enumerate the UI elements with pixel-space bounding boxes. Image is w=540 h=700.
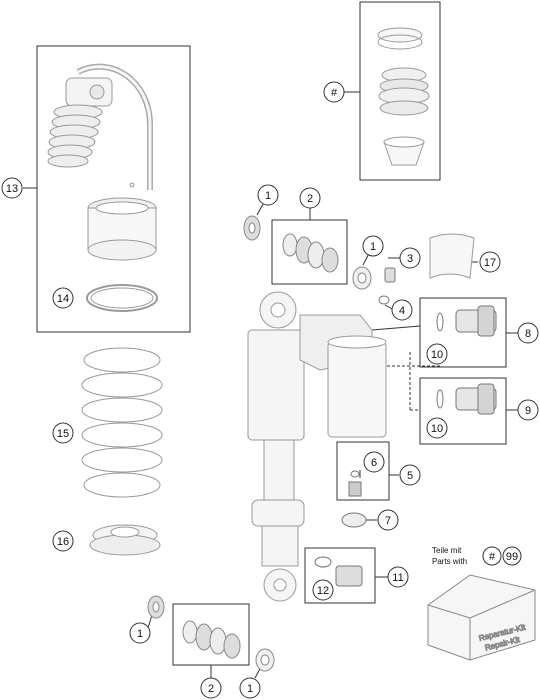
callout-3: 3 — [399, 247, 421, 269]
callout-13: 13 — [1, 177, 23, 199]
callout-1-c: 1 — [129, 622, 151, 644]
callout-14: 14 — [52, 287, 74, 309]
legend-line2: Parts with — [432, 557, 467, 566]
svg-text:10: 10 — [431, 423, 443, 435]
callout-7: 7 — [377, 509, 399, 531]
callout-6: 6 — [363, 451, 385, 473]
bump-stop-illustrations — [147, 215, 372, 672]
frame-part-5 — [336, 441, 390, 501]
svg-text:10: 10 — [431, 349, 443, 361]
svg-text:#: # — [331, 87, 338, 99]
shock-body-illustration — [247, 291, 387, 602]
svg-text:16: 16 — [57, 536, 69, 548]
callouts: 13 14 # 1 2 1 17 3 4 8 10 9 10 6 5 7 15 … — [1, 81, 539, 699]
bushing-set-illustrations — [182, 233, 339, 659]
callout-17: 17 — [479, 251, 501, 273]
callout-9: 9 — [517, 399, 539, 421]
svg-text:1: 1 — [370, 241, 376, 253]
svg-text:7: 7 — [385, 515, 391, 527]
svg-text:9: 9 — [525, 405, 531, 417]
callout-2-b: 2 — [200, 677, 222, 699]
svg-text:8: 8 — [525, 328, 531, 340]
svg-text:5: 5 — [407, 470, 413, 482]
callout-8: 8 — [517, 322, 539, 344]
valve-illustrations — [436, 305, 497, 415]
frame-part-11 — [304, 547, 376, 604]
svg-text:13: 13 — [6, 183, 18, 195]
hash-group-illustration — [377, 27, 430, 166]
frame-hash-group — [359, 1, 441, 181]
reservoir-illustration — [47, 63, 158, 312]
frame-piggyback-group — [36, 45, 191, 333]
svg-text:1: 1 — [137, 628, 143, 640]
callout-16: 16 — [52, 530, 74, 552]
svg-text:1: 1 — [265, 190, 271, 202]
callout-4: 4 — [391, 299, 413, 321]
callout-15: 15 — [52, 422, 74, 444]
svg-text:11: 11 — [392, 572, 403, 584]
svg-text:2: 2 — [307, 193, 313, 205]
svg-text:15: 15 — [57, 428, 69, 440]
callout-11: 11 — [387, 566, 409, 588]
repair-kit-box: Reparatur-Kit Repair-Kit — [427, 574, 536, 661]
svg-text:2: 2 — [208, 683, 214, 695]
callout-2-a: 2 — [299, 187, 321, 209]
svg-text:12: 12 — [317, 585, 329, 597]
callout-1-d: 1 — [239, 677, 261, 699]
svg-text:17: 17 — [484, 257, 496, 269]
small-parts-illustration — [314, 267, 396, 587]
cover-illustration — [429, 233, 475, 279]
svg-text:6: 6 — [371, 457, 377, 469]
legend-line1: Teile mit — [432, 546, 462, 555]
svg-text:3: 3 — [407, 253, 413, 265]
callout-10-b: 10 — [426, 417, 448, 439]
svg-text:14: 14 — [57, 293, 69, 305]
callout-hash: # — [323, 81, 345, 103]
svg-text:1: 1 — [247, 683, 253, 695]
frame-part-9 — [419, 377, 507, 445]
callout-5: 5 — [399, 464, 421, 486]
callout-1-b: 1 — [362, 235, 384, 257]
callout-10-a: 10 — [426, 343, 448, 365]
callout-12: 12 — [312, 579, 334, 601]
callout-1-a: 1 — [257, 184, 279, 206]
spring-illustration — [81, 347, 163, 498]
svg-text:4: 4 — [399, 305, 405, 317]
spring-seat-illustration — [89, 524, 161, 556]
legend-number: 99 — [506, 551, 518, 563]
legend-symbol: # — [489, 551, 496, 563]
